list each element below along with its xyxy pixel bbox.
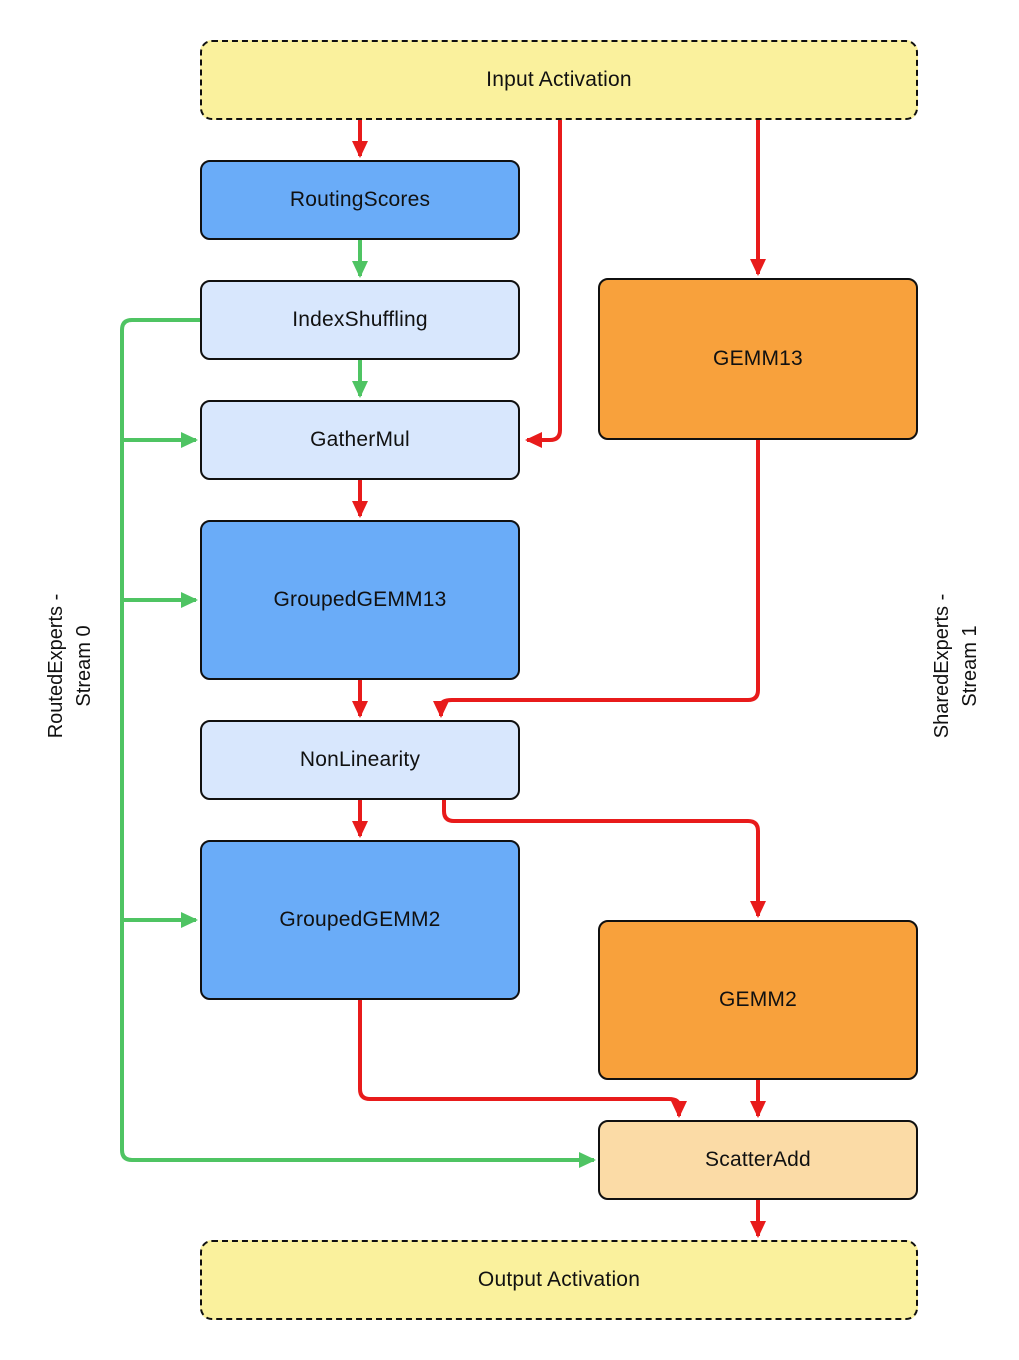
node-input-activation: Input Activation — [200, 40, 918, 120]
node-label: IndexShuffling — [292, 308, 428, 331]
node-label: NonLinearity — [299, 748, 421, 771]
edge-gemm13-to-nonlinearity — [433, 440, 760, 718]
stream0-label-line1: RoutedExperts - — [45, 593, 67, 739]
node-non-linearity: NonLinearity — [200, 720, 520, 800]
node-grouped-gemm13: GroupedGEMM13 — [200, 520, 520, 680]
node-grouped-gemm2: GroupedGEMM2 — [200, 840, 520, 1000]
node-output-activation: Output Activation — [200, 1240, 918, 1320]
stream0-label: RoutedExperts - Stream 0 — [38, 556, 102, 776]
edge-input-to-gathermul — [525, 120, 562, 448]
edge-nonlinearity-to-gemm2 — [442, 800, 766, 918]
node-gemm2: GEMM2 — [598, 920, 918, 1080]
edge-groupedgemm2-to-scatteradd — [358, 1000, 687, 1118]
node-gemm13: GEMM13 — [598, 278, 918, 440]
node-gather-mul: GatherMul — [200, 400, 520, 480]
node-label: RoutingScores — [289, 188, 431, 211]
node-label: GEMM13 — [713, 347, 803, 370]
node-label: Input Activation — [486, 68, 632, 91]
node-routing-scores: RoutingScores — [200, 160, 520, 240]
node-label: GEMM2 — [718, 988, 797, 1011]
stream0-label-line2: Stream 0 — [73, 625, 95, 707]
node-scatter-add: ScatterAdd — [598, 1120, 918, 1200]
stream1-label-line2: Stream 1 — [959, 625, 981, 707]
node-label: GroupedGEMM2 — [279, 908, 441, 931]
stream1-label-line1: SharedExperts - — [931, 593, 953, 739]
node-label: ScatterAdd — [705, 1148, 811, 1171]
edge-indexshuffling-trunk-to-scatteradd — [120, 318, 596, 1168]
node-label: GroupedGEMM13 — [273, 588, 447, 611]
node-label: GatherMul — [310, 428, 410, 451]
node-label: Output Activation — [477, 1268, 641, 1291]
stream1-label: SharedExperts - Stream 1 — [924, 556, 988, 776]
node-index-shuffling: IndexShuffling — [200, 280, 520, 360]
